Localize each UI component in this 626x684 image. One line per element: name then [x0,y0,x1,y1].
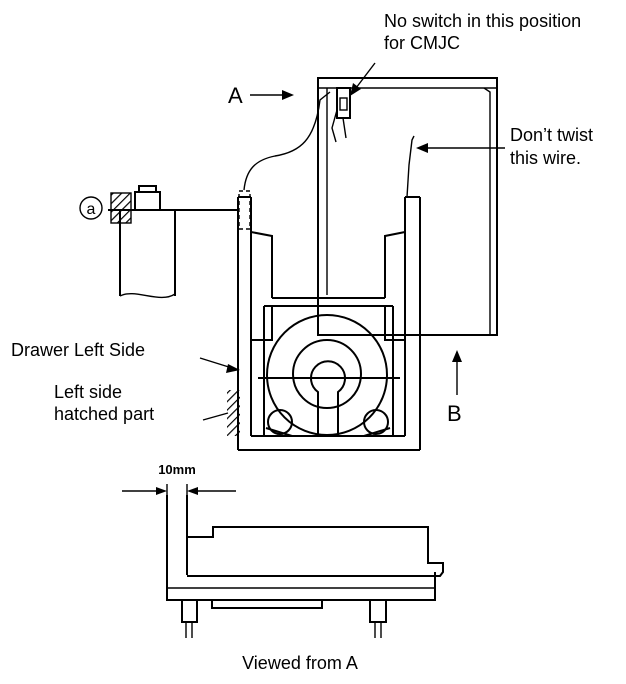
left-side-label-line2: hatched part [54,404,154,424]
dont-twist-label-line2: this wire. [510,148,581,168]
left-hatched-part [227,390,240,436]
side-view [166,484,444,638]
drawer-assembly [227,77,498,451]
dimension-label: 10mm [158,462,196,477]
drawer-left-side-label: Drawer Left Side [11,340,145,360]
wire-loop [243,91,331,191]
viewed-from-a-caption: Viewed from A [242,653,358,673]
left-side-label-line1: Left side [54,382,122,402]
no-switch-label-line2: for CMJC [384,33,460,53]
dont-twist-label-line1: Don’t twist [510,125,593,145]
left-post-top [238,190,251,230]
view-b-label: B [447,401,462,426]
callout-a: a [79,196,103,220]
leader-lines [122,62,505,495]
bracket-a [108,185,238,299]
svg-text:a: a [87,201,96,218]
twist-wire [406,135,415,198]
back-panel [317,77,498,336]
no-switch-label-line1: No switch in this position [384,11,581,31]
reel-mechanism [265,314,391,437]
view-a-label: A [228,83,243,108]
switch-position [331,87,351,143]
